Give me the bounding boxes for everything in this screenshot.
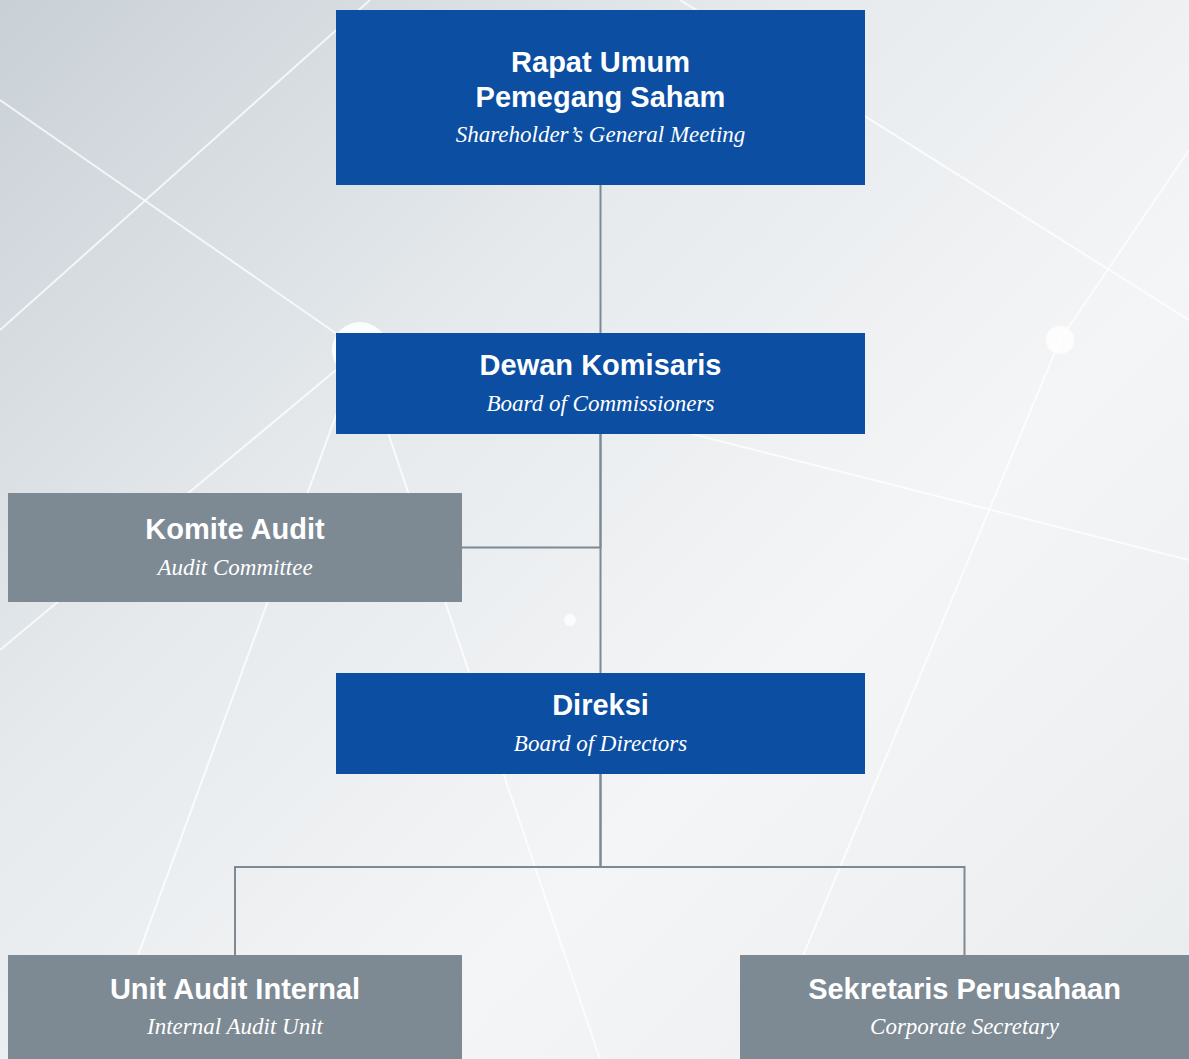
unit-box: Unit Audit InternalInternal Audit Unit — [8, 955, 462, 1059]
connector-line — [600, 185, 602, 333]
network-line — [100, 350, 360, 1059]
box-subtitle: Board of Commissioners — [487, 389, 715, 419]
connector-line — [600, 434, 602, 673]
box-title: Dewan Komisaris — [480, 348, 722, 383]
box-title: Direksi — [552, 688, 649, 723]
network-line — [0, 100, 360, 350]
network-line — [1060, 150, 1189, 340]
connector-line — [601, 774, 965, 955]
box-subtitle: Shareholder’s General Meeting — [456, 120, 746, 150]
governance-box: DireksiBoard of Directors — [336, 673, 865, 774]
governance-box: Dewan KomisarisBoard of Commissioners — [336, 333, 865, 434]
connector-line — [235, 774, 601, 955]
network-node — [564, 614, 576, 626]
connector-line — [462, 434, 601, 548]
box-title: Unit Audit Internal — [110, 972, 360, 1007]
network-line — [0, 0, 370, 330]
box-title: Komite Audit — [145, 512, 324, 547]
committee-box: Komite AuditAudit Committee — [8, 493, 462, 602]
box-subtitle: Corporate Secretary — [870, 1012, 1059, 1042]
box-subtitle: Internal Audit Unit — [147, 1012, 323, 1042]
box-title: Sekretaris Perusahaan — [808, 972, 1121, 1007]
box-subtitle: Board of Directors — [514, 729, 687, 759]
governance-box: Rapat Umum Pemegang SahamShareholder’s G… — [336, 10, 865, 185]
unit-box: Sekretaris PerusahaanCorporate Secretary — [740, 955, 1189, 1059]
box-subtitle: Audit Committee — [157, 553, 312, 583]
box-title: Rapat Umum Pemegang Saham — [451, 45, 751, 115]
network-node — [1046, 326, 1074, 354]
